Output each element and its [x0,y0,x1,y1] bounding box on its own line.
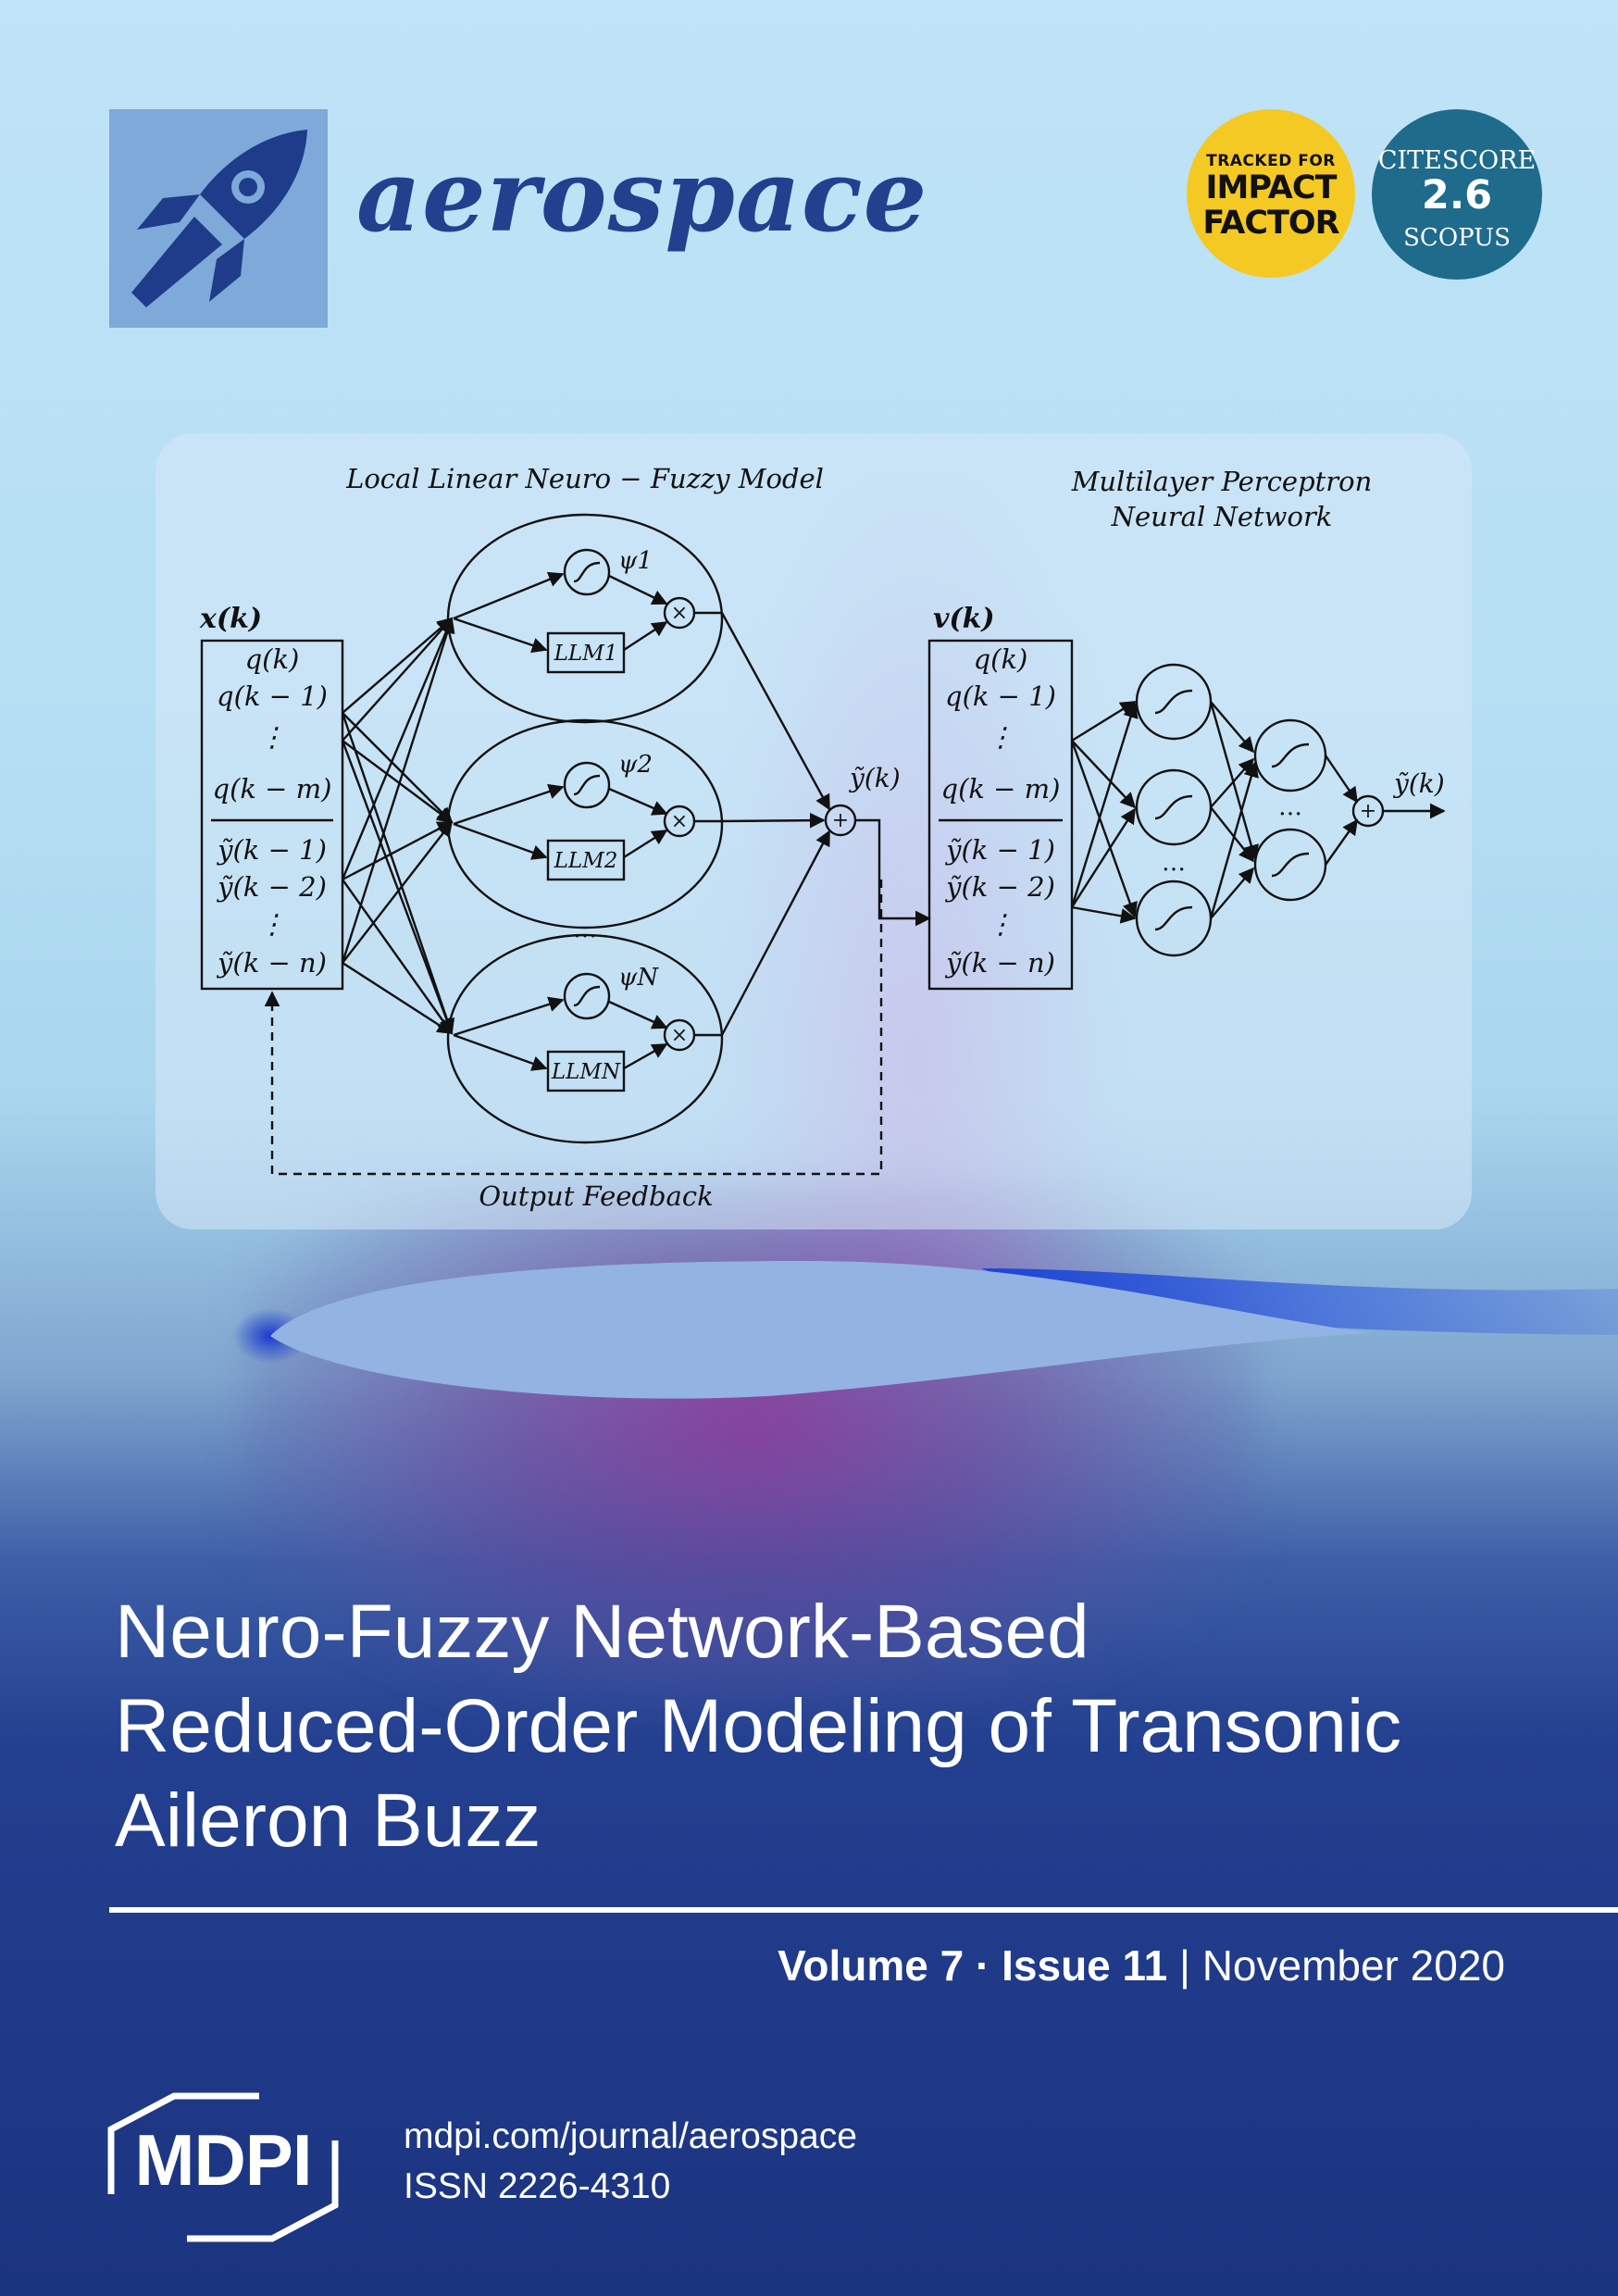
membership-label: ψ1 [618,547,653,575]
ellipsis-mlp: … [1162,849,1186,877]
membership-label: ψN [618,964,659,992]
input-vector-label: x(k) [199,603,262,635]
volume-label: Volume 7 [778,1941,965,1990]
hidden-vector-label: v(k) [933,603,995,635]
hidden-item: q(k − m) [941,773,1061,805]
publisher-name: MDPI [135,2119,312,2201]
input-item: ⋮ [259,721,286,753]
diagram-right-title: Multilayer Perceptron [1071,466,1373,497]
llm-label: LLM1 [554,642,618,666]
input-item: ⋮ [259,908,286,940]
badge-impact-label: IMPACT [1205,169,1338,206]
mdpi-logo-icon: MDPI [107,2092,339,2242]
product-symbol: × [671,810,688,833]
article-title-line: Aileron Buzz [115,1778,541,1863]
issue-info: Volume 7 · Issue 11 | November 2020 [778,1940,1505,1990]
input-item: q(k − 1) [217,680,328,712]
citescore-label: CITESCORE [1377,146,1537,175]
issn: ISSN 2226-4310 [404,2166,671,2206]
article-title: Neuro-Fuzzy Network-Based Reduced-Order … [115,1585,1559,1868]
hidden-item: q(k − 1) [945,680,1056,712]
sum-symbol: + [832,809,849,832]
product-symbol: × [671,1024,688,1047]
diagram-panel [156,433,1472,1229]
ellipsis-mlp: … [1278,793,1302,821]
diagram-left-title: Local Linear Neuro − Fuzzy Model [345,463,824,494]
sum-symbol: + [1360,800,1376,823]
badge-tracked-label: TRACKED FOR [1206,152,1336,170]
product-symbol: × [671,602,688,625]
citescore-value: 2.6 [1421,172,1493,218]
input-item: ỹ(k − 2) [216,871,327,903]
ellipsis-neurons: … [573,916,597,943]
issue-label: Issue 11 [1002,1941,1168,1990]
issue-date: November 2020 [1201,1941,1505,1990]
input-item: q(k − m) [213,773,332,805]
intermediate-output-label: ỹ(k) [848,763,901,793]
citescore-source: SCOPUS [1403,224,1511,252]
article-title-line: Reduced-Order Modeling of Transonic [115,1684,1402,1768]
llm-label: LLM2 [554,849,618,873]
citescore-badge: CITESCORE 2.6 SCOPUS [1372,109,1542,280]
feedback-label: Output Feedback [479,1180,713,1212]
hidden-item: q(k) [974,643,1028,675]
issue-separator: · [976,1941,990,1990]
journal-name: aerospace [356,138,928,255]
hidden-item: ỹ(k − n) [944,947,1055,979]
issue-divider: | [1178,1941,1190,1990]
article-title-line: Neuro-Fuzzy Network-Based [115,1590,1089,1674]
hidden-item: ⋮ [988,908,1014,940]
journal-url[interactable]: mdpi.com/journal/aerospace [404,2116,857,2156]
input-item: q(k) [245,643,300,675]
neuro-fuzzy-diagram: × × × + + Local Linear Neuro − Fuzzy Mod… [199,463,1446,1212]
badge-factor-label: FACTOR [1202,205,1339,242]
airfoil-shape [233,1261,1618,1399]
hidden-item: ỹ(k − 2) [944,871,1055,903]
impact-factor-badge: TRACKED FOR IMPACT FACTOR [1187,109,1355,278]
rocket-logo-icon [109,109,328,328]
hidden-item: ⋮ [988,721,1014,753]
membership-label: ψ2 [618,751,653,779]
hidden-item: ỹ(k − 1) [944,834,1055,866]
final-output-label: ỹ(k) [1392,768,1445,799]
input-item: ỹ(k − 1) [216,834,327,866]
diagram-right-title: Neural Network [1111,501,1333,532]
title-divider [109,1907,1618,1913]
input-item: ỹ(k − n) [216,947,327,979]
llm-label: LLMN [551,1060,621,1084]
